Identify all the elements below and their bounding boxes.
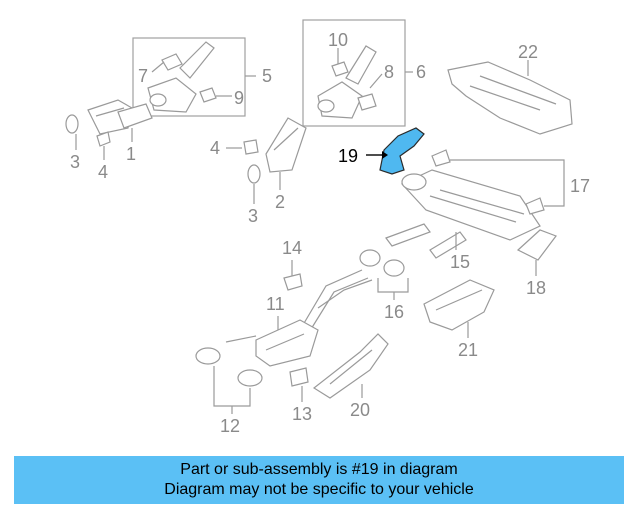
callout-4-left: 4 [98,162,108,182]
callout-6: 6 [416,62,426,82]
callout-1: 1 [126,144,136,164]
callout-7: 7 [138,66,148,86]
callout-13: 13 [292,404,312,424]
callout-19: 19 [338,146,358,166]
callout-17: 17 [570,176,590,196]
box-5-contents [147,41,232,113]
part-19-bracket-highlighted [366,127,425,175]
part-4-clip-center [226,139,259,155]
callout-18: 18 [526,278,546,298]
callout-10: 10 [328,30,348,50]
part-info-banner: Part or sub-assembly is #19 in diagram D… [14,456,624,504]
callout-3-left: 3 [70,152,80,172]
exhaust-system-diagram: 1 2 3 3 4 4 5 6 7 8 9 10 11 12 13 14 15 … [65,19,590,436]
callout-12: 12 [220,416,240,436]
part-17-brackets [431,149,565,215]
box-6-contents [317,45,383,119]
callout-14: 14 [282,238,302,258]
callout-20: 20 [350,400,370,420]
part-15-rear-muffler [385,169,541,259]
detail-box-6 [302,19,406,127]
banner-line-disclaimer: Diagram may not be specific to your vehi… [164,481,474,498]
part-12-clamps [195,347,263,414]
part-21-heat-shield [423,279,495,338]
callout-21: 21 [458,340,478,360]
part-18-bracket [516,229,557,276]
part-4-clip-left [96,131,111,160]
callout-16: 16 [384,302,404,322]
part-11-center-muffler [225,269,373,367]
callout-2: 2 [275,192,285,212]
callout-4-center: 4 [210,138,220,158]
callout-15: 15 [450,252,470,272]
part-22-heat-shield [447,60,573,135]
callout-11: 11 [266,294,285,314]
banner-line-part: Part or sub-assembly is #19 in diagram [180,461,458,478]
part-13-hanger [289,367,309,402]
part-3-gasket-center [247,164,261,204]
callout-8: 8 [384,62,394,82]
part-20-heat-shield [312,333,389,399]
part-16-clamps [359,249,409,300]
part-2-catalytic-converter [265,117,307,190]
callout-3-center: 3 [248,206,258,226]
callout-9: 9 [234,88,244,108]
detail-box-5 [132,37,246,117]
part-1-catalytic-converter [87,99,153,142]
callout-5: 5 [262,66,272,86]
callout-22: 22 [518,42,538,62]
part-14-hanger [283,260,303,291]
part-3-gasket-left [65,114,79,150]
